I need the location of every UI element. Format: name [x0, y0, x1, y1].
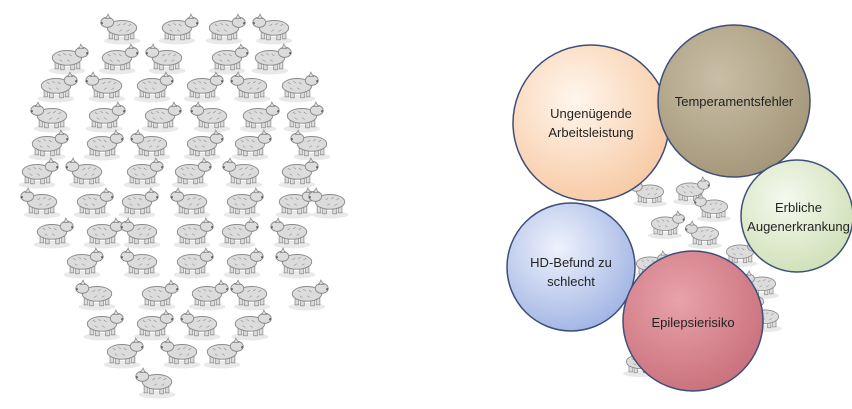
dog-sketch [100, 13, 141, 45]
dog-sketch [222, 157, 263, 189]
dog-sketch [275, 187, 316, 219]
circle-temperament [657, 24, 811, 178]
dog-sketch [98, 43, 139, 75]
dog-sketch [118, 187, 159, 219]
dog-sketch [283, 101, 324, 133]
label-arbeitsleistung: Ungenügende Arbeitsleistung [548, 106, 634, 140]
dog-sketch [123, 157, 164, 189]
dog-sketch [270, 217, 311, 249]
dog-sketch [180, 309, 221, 341]
criteria-bubbles [506, 24, 852, 392]
dog-sketch [290, 129, 331, 161]
dog-sketch [223, 187, 264, 219]
dog-sketch [231, 309, 272, 341]
dog-sketch [135, 367, 176, 399]
dog-sketch [83, 217, 124, 249]
label-augen: Erbliche Augenerkrankung [747, 200, 850, 234]
dog-population-illustration [0, 0, 400, 409]
dog-sketch [278, 71, 319, 103]
dog-sketch [239, 101, 280, 133]
dog-sketch [648, 210, 685, 239]
dog-sketch [73, 187, 114, 219]
dog-sketch [173, 217, 214, 249]
dog-sketch [83, 309, 124, 341]
dog-sketch [170, 187, 211, 219]
dog-sketch [160, 337, 201, 369]
circle-augen [740, 159, 852, 273]
dog-sketch [145, 43, 186, 75]
label-hd: HD-Befund zu schlecht [530, 255, 612, 289]
dog-sketch [308, 187, 349, 219]
dog-sketch [63, 247, 104, 279]
dog-sketch [158, 13, 199, 45]
dog-sketch [37, 71, 78, 103]
dog-sketch [203, 337, 244, 369]
dog-sketch [230, 279, 271, 311]
dog-sketch [75, 279, 116, 311]
dog-sketch [275, 247, 316, 279]
dog-sketch [223, 247, 264, 279]
dog-sketch [205, 13, 246, 45]
dog-sketch [190, 101, 231, 133]
dog-sketch [231, 129, 272, 161]
dog-sketch [694, 193, 731, 222]
dog-sketch [133, 309, 174, 341]
dog-sketch [85, 71, 126, 103]
dog-sketch [183, 129, 224, 161]
dog-sketch [120, 247, 161, 279]
dog-sketch [252, 13, 293, 45]
dog-sketch [138, 279, 179, 311]
dog-cloud [18, 13, 349, 399]
dog-sketch [288, 279, 329, 311]
dog-sketch [28, 129, 69, 161]
dog-sketch [33, 217, 74, 249]
dog-sketch [171, 157, 212, 189]
dog-sketch [83, 129, 124, 161]
dog-sketch [141, 101, 182, 133]
dog-sketch [183, 71, 224, 103]
label-temperament: Temperamentsfehler [674, 93, 794, 109]
dog-sketch [133, 71, 174, 103]
dog-sketch [173, 247, 214, 279]
label-epilepsie: Epilepsierisiko [651, 314, 735, 330]
circle-epilepsie [622, 250, 764, 392]
dog-sketch [18, 157, 59, 189]
dog-sketch [218, 217, 259, 249]
dog-sketch [120, 217, 161, 249]
dog-sketch [630, 178, 667, 207]
selection-criteria-diagram: Ungenügende Arbeitsleistung Temperaments… [500, 0, 852, 409]
dog-sketch [251, 43, 292, 75]
dog-sketch [103, 337, 144, 369]
dog-sketch [188, 279, 229, 311]
dog-sketch [65, 157, 106, 189]
dog-sketch [230, 71, 271, 103]
dog-sketch [48, 43, 89, 75]
dog-sketch [20, 187, 61, 219]
dog-sketch [278, 157, 319, 189]
dog-sketch [685, 220, 722, 249]
dog-sketch [208, 43, 249, 75]
dog-sketch [130, 129, 171, 161]
dog-sketch [30, 101, 71, 133]
circle-hd [506, 202, 636, 332]
dog-sketch [85, 101, 126, 133]
